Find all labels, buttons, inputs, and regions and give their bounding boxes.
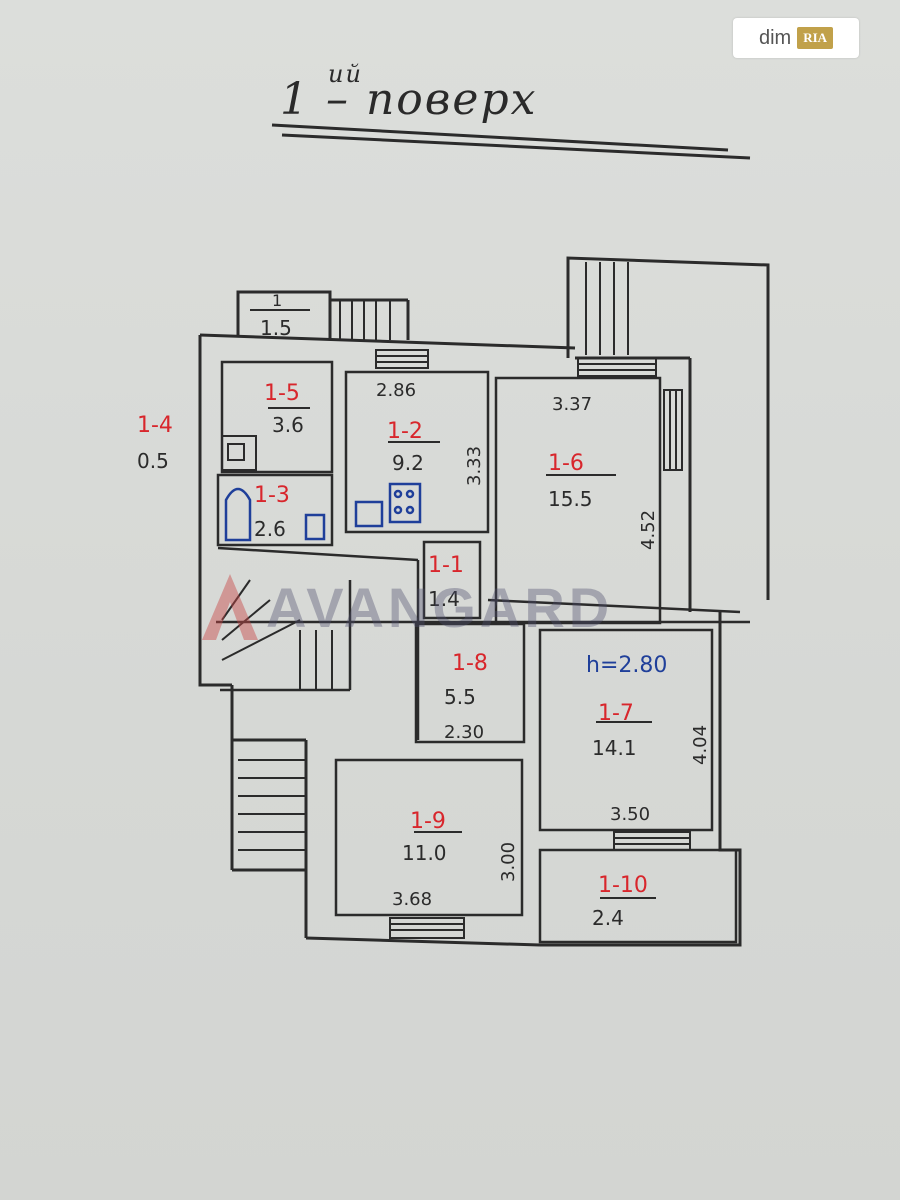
room-id: 1-8 (452, 651, 488, 676)
room-area: 0.5 (137, 449, 169, 473)
avangard-watermark: AVANGARD (200, 572, 613, 642)
logo-text: dim (758, 26, 792, 49)
room-dimension: 4.04 (690, 725, 711, 765)
room-area: 3.6 (272, 413, 304, 437)
room-dimension: 2.86 (376, 380, 416, 401)
title-underline (271, 123, 751, 160)
room-area: 11.0 (402, 841, 447, 865)
room-id: 1-1 (428, 553, 464, 578)
room-id: 1-4 (137, 413, 173, 438)
room-id: 1-7 (598, 701, 634, 726)
room-dimension: 3.33 (464, 446, 485, 486)
room-area: 1.4 (428, 587, 460, 611)
dim-ria-logo[interactable]: dim RIA (733, 18, 859, 58)
porch-id: 1 (272, 291, 282, 310)
room-id: 1-9 (410, 809, 446, 834)
avangard-logo-icon (202, 574, 258, 640)
room-dimension: 3.68 (392, 889, 432, 910)
room-id: 1-10 (598, 873, 648, 898)
stairs (221, 262, 629, 851)
inner-walls (216, 360, 750, 944)
bathroom-fixtures (224, 482, 422, 542)
room-area: 15.5 (548, 487, 593, 511)
room-dimension: 3.50 (610, 804, 650, 825)
room-area: 2.6 (254, 517, 286, 541)
logo-badge: RIA (797, 27, 834, 49)
room-dimension: 3.00 (498, 842, 519, 882)
porch-area: 1.5 (260, 316, 292, 340)
room-dimension: 4.52 (638, 510, 659, 550)
windows (375, 349, 691, 939)
watermark-text: AVANGARD (266, 575, 614, 639)
floor-title-suffix: ий (328, 60, 363, 88)
room-id: 1-2 (387, 419, 423, 444)
room-id: 1-3 (254, 483, 290, 508)
room-area: 14.1 (592, 736, 637, 760)
room-dimension: 2.30 (444, 722, 484, 743)
ceiling-height-note: h=2.80 (586, 653, 667, 678)
toilet-fixture (221, 435, 257, 471)
room-area: 9.2 (392, 451, 424, 475)
area-separators (250, 309, 656, 899)
floor-title-main: 1 – поверх (280, 74, 538, 125)
room-area: 2.4 (592, 906, 624, 930)
room-id: 1-5 (264, 381, 300, 406)
room-dimension: 3.37 (552, 394, 592, 415)
room-id: 1-6 (548, 451, 584, 476)
room-area: 5.5 (444, 685, 476, 709)
